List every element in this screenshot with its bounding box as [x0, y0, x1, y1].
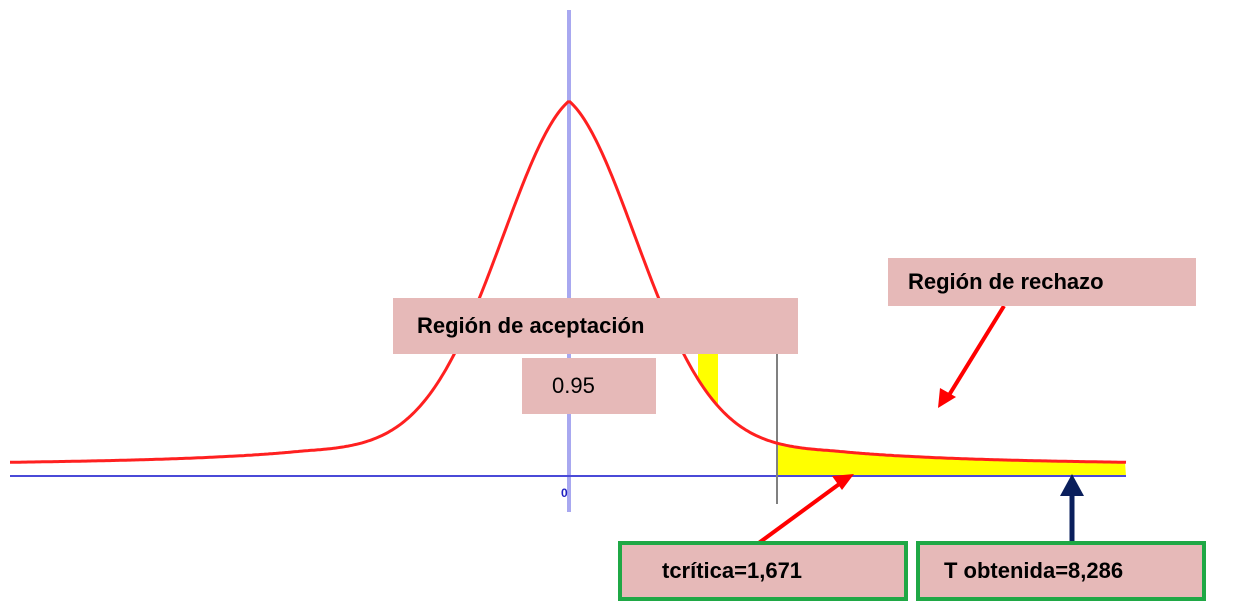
t-critical-text: tcrítica=1,671 [662, 558, 803, 583]
zero-tick-label: 0 [561, 486, 568, 500]
t-obtained-text: T obtenida=8,286 [944, 558, 1124, 583]
acceptance-region-label: Región de aceptación [393, 298, 798, 354]
rejection-region-text: Región de rechazo [908, 269, 1104, 294]
t-critical-box: tcrítica=1,671 [618, 541, 908, 601]
t-obtained-arrow [1060, 474, 1084, 545]
rejection-arrow [938, 304, 1006, 408]
acceptance-probability-text: 0.95 [552, 373, 595, 398]
acceptance-probability-label: 0.95 [522, 358, 656, 414]
t-critical-arrow [754, 474, 854, 547]
acceptance-region-text: Región de aceptación [417, 313, 645, 338]
density-curve [10, 100, 1127, 464]
rejection-region-label: Región de rechazo [888, 258, 1196, 306]
t-obtained-box: T obtenida=8,286 [916, 541, 1206, 601]
